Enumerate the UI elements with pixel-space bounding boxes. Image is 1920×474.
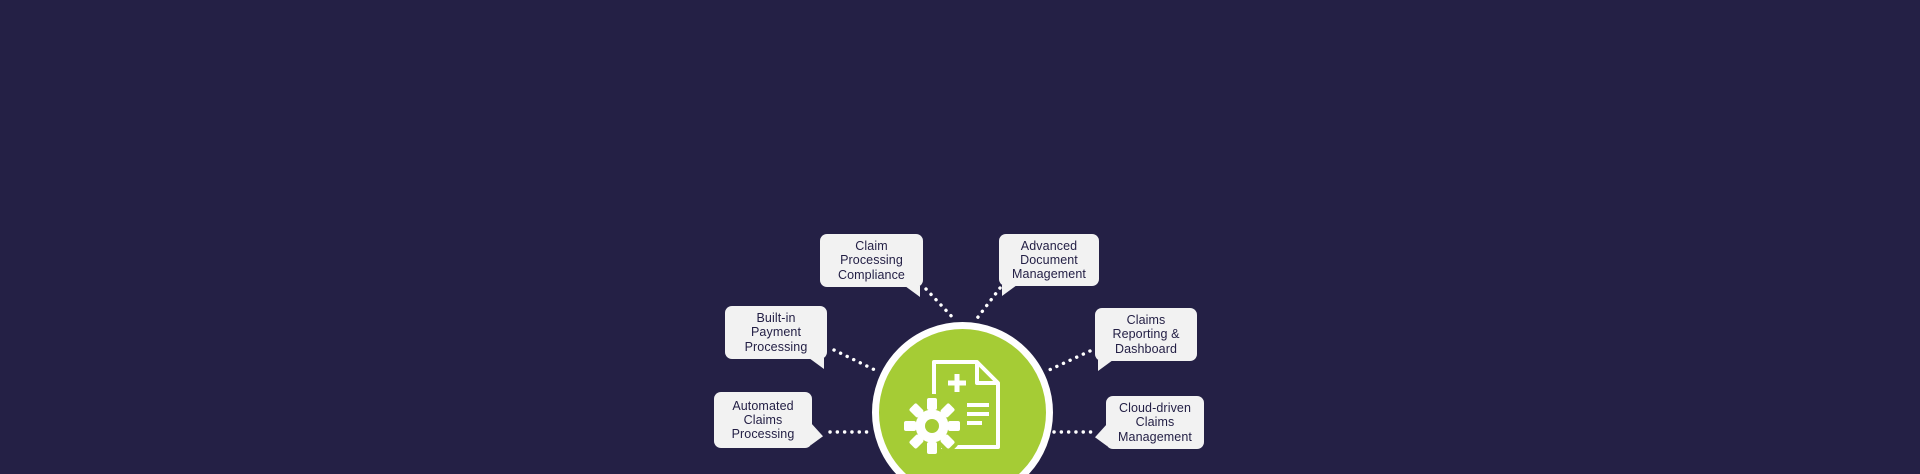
- callout-line: Claims: [1135, 415, 1175, 430]
- callout-line: Payment: [750, 325, 802, 340]
- text-lines-glyph: [967, 403, 989, 425]
- callout-line: Automated: [732, 398, 794, 413]
- plus-icon: [948, 374, 966, 392]
- callout-claim-processing-compliance: Claim Processing Compliance: [820, 234, 923, 297]
- connector-claims-reporting-dashboard: [1045, 349, 1092, 373]
- callout-line: Processing: [744, 339, 808, 354]
- callout-tail: [905, 286, 920, 297]
- connector-advanced-document-management: [973, 286, 1002, 323]
- hub-circle: [872, 322, 1053, 474]
- callout-line: Processing: [731, 427, 795, 442]
- gear-glyph: [904, 398, 960, 454]
- callout-built-in-payment-processing: Built-in Payment Processing: [725, 306, 827, 369]
- callout-line: Advanced: [1020, 238, 1078, 253]
- callout-line: Claims: [743, 412, 783, 427]
- callout-line: Claim: [855, 239, 888, 254]
- callout-line: Compliance: [837, 267, 905, 282]
- document-gear-icon: [904, 360, 1000, 460]
- callout-line: Management: [1012, 267, 1086, 282]
- callout-advanced-document-management: Advanced Document Management: [999, 234, 1099, 296]
- callout-claims-reporting-dashboard: Claims Reporting & Dashboard: [1095, 308, 1197, 371]
- callout-line: Cloud-driven: [1118, 401, 1192, 416]
- callout-tail: [1098, 360, 1113, 371]
- callout-line: Management: [1118, 429, 1192, 444]
- callout-line: Dashboard: [1114, 341, 1178, 356]
- callout-line: Built-in: [756, 311, 796, 326]
- connector-claim-processing-compliance: [924, 287, 957, 322]
- callout-automated-claims-processing: Automated Claims Processing: [714, 392, 823, 448]
- callout-line: Claims: [1126, 313, 1166, 328]
- connector-built-in-payment-processing: [832, 348, 879, 373]
- callout-tail: [809, 358, 824, 369]
- callout-line: Document: [1020, 252, 1078, 267]
- callout-tail: [1002, 285, 1017, 296]
- callout-line: Processing: [840, 253, 903, 268]
- callout-line: Reporting &: [1112, 327, 1180, 342]
- callout-cloud-driven-claims-management: Cloud-driven Claims Management: [1095, 396, 1204, 449]
